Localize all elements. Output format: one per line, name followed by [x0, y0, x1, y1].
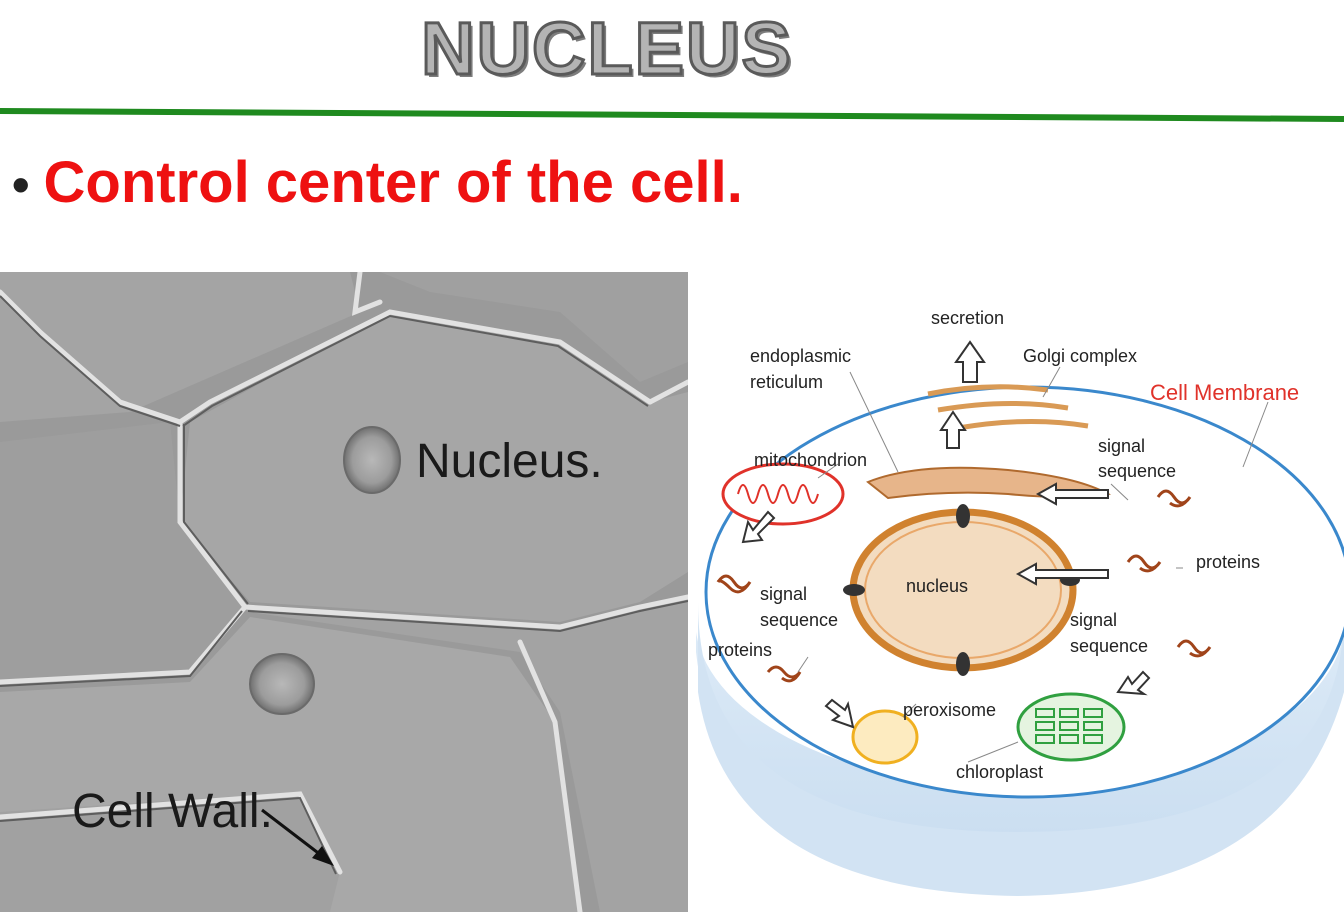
chloroplast-label: chloroplast: [956, 762, 1043, 782]
nucleus-diagram-label: nucleus: [906, 576, 968, 596]
title-divider: [0, 108, 1344, 122]
signal-top-label-2: sequence: [1098, 461, 1176, 481]
proteins-right-label: proteins: [1196, 552, 1260, 572]
proteins-left-label: proteins: [708, 640, 772, 660]
signal-left-label-1: signal: [760, 584, 807, 604]
cell-wall-label: Cell Wall.: [72, 785, 273, 838]
golgi-label: Golgi complex: [1023, 346, 1137, 366]
er-label-line2: reticulum: [750, 372, 823, 392]
bullet-point: •Control center of the cell.: [12, 148, 743, 220]
onion-cell-micrograph: Nucleus. Cell Wall.: [0, 272, 688, 912]
secretion-label: secretion: [931, 308, 1004, 328]
mitochondrion-label: mitochondrion: [754, 450, 867, 470]
signal-right-label-1: signal: [1070, 610, 1117, 630]
peroxisome-label: peroxisome: [903, 700, 996, 720]
er-label-line1: endoplasmic: [750, 346, 851, 366]
bullet-text: Control center of the cell.: [43, 150, 743, 215]
nucleus-label: Nucleus.: [416, 435, 603, 488]
cell-membrane-label: Cell Membrane: [1150, 380, 1299, 405]
cell-diagram: secretion Golgi complex endoplasmic reti…: [688, 272, 1344, 912]
slide-title: NUCLEUS: [420, 6, 793, 92]
signal-right-label-2: sequence: [1070, 636, 1148, 656]
signal-top-label-1: signal: [1098, 436, 1145, 456]
bullet-dot-icon: •: [12, 157, 30, 213]
signal-left-label-2: sequence: [760, 610, 838, 630]
